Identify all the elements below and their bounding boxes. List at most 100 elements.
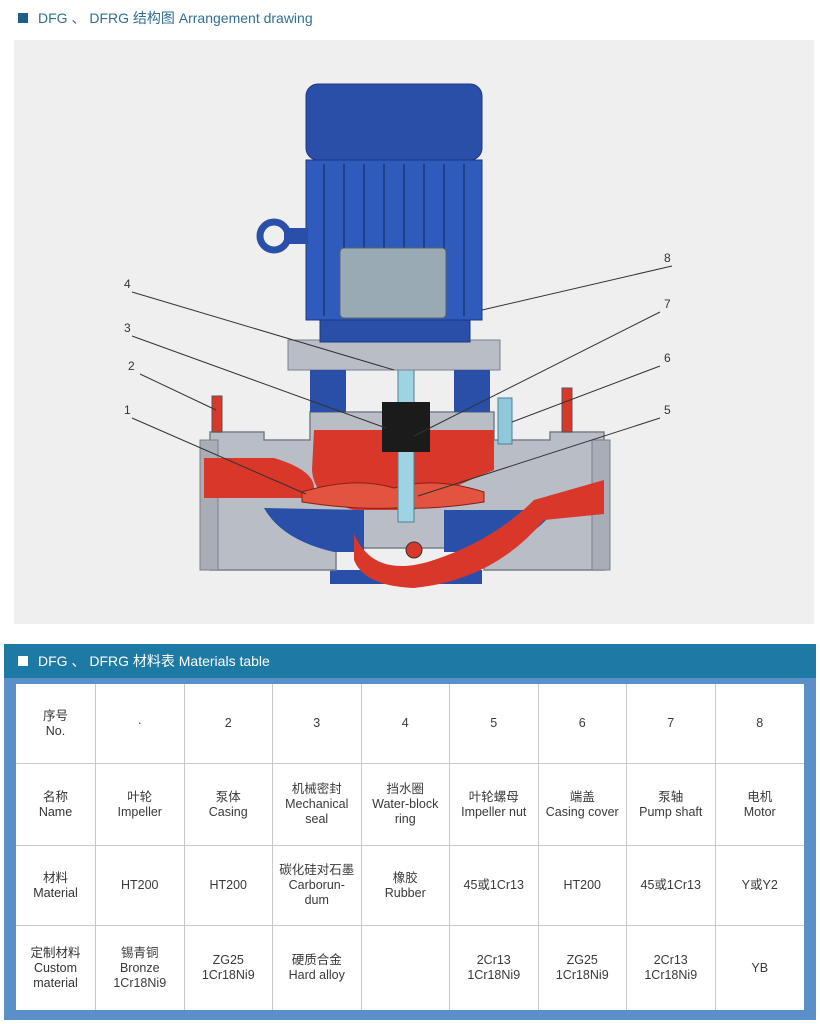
table-cell: Y或Y2 [715, 846, 804, 926]
cell-text-cn: 45或1Cr13 [640, 878, 701, 892]
volute-channel [354, 480, 604, 588]
callout-6: 6 [664, 351, 671, 365]
square-bullet-icon [18, 656, 28, 666]
drawing-section-title: DFG 、 DFRG 结构图 Arrangement drawing [18, 8, 313, 28]
row-header-en: No. [45, 723, 66, 738]
casing-bolt [497, 397, 513, 445]
cell-text-cn: 7 [667, 716, 675, 730]
cell-text-cn: 2Cr13 [653, 953, 688, 967]
callout-numbers: 1 2 3 4 5 6 7 8 [124, 251, 671, 417]
cell-text-en: Water-block ring [372, 797, 439, 826]
pump-cross-section-illustration: 1 2 3 4 5 6 7 8 [124, 83, 673, 588]
row-header-en: Material [33, 885, 78, 900]
cell-text-en: Pump shaft [639, 804, 703, 819]
bracket-window-right [454, 370, 490, 412]
bracket-window-left [310, 370, 346, 412]
motor-bracket [287, 339, 501, 371]
cell-text-en: Rubber [384, 885, 426, 900]
table-cell: 6 [538, 684, 627, 764]
cell-text-cn: 45或1Cr13 [463, 878, 524, 892]
motor-fan-cover [305, 83, 483, 161]
table-cell [362, 926, 450, 1010]
cell-text-cn: 挡水圈 [386, 782, 424, 796]
drain-plug [405, 541, 423, 559]
arrangement-drawing: 1 2 3 4 5 6 7 8 [14, 40, 814, 624]
cell-text-cn: 4 [401, 716, 409, 730]
cell-text-en: Motor [743, 804, 776, 819]
table-cell: 5 [450, 684, 539, 764]
cell-text-en: Impeller nut [461, 804, 527, 819]
table-cell: 3 [273, 684, 362, 764]
table-cell: 7 [627, 684, 716, 764]
callout-leader-lines [131, 265, 673, 497]
lifting-lug [284, 228, 308, 244]
table-cell: 45或1Cr13 [450, 846, 539, 926]
callout-2: 2 [128, 359, 135, 373]
left-vent-plug [211, 395, 223, 433]
cell-text-cn: 叶轮螺母 [468, 789, 519, 804]
cell-text-en: Carborun- dum [288, 878, 345, 907]
drawing-title: DFG 、 DFRG 结构图 Arrangement drawing [38, 10, 313, 26]
table-cell: 4 [361, 684, 450, 764]
cell-text-en: 1Cr18Ni9 [555, 968, 609, 982]
cell-text-cn: HT200 [209, 878, 248, 892]
cell-text-cn: 硬质合金 [291, 953, 342, 967]
table-cell: 8 [715, 684, 804, 764]
cell-text-cn: 泵体 [215, 789, 241, 804]
cell-text-cn: HT200 [120, 878, 159, 892]
callout-4: 4 [124, 277, 131, 291]
table-cell: 2 [184, 684, 273, 764]
cell-text-en: 1Cr18Ni9 [644, 968, 698, 982]
cell-text-cn: ZG25 [566, 953, 598, 967]
row-header-cn: 定制材料 [30, 945, 81, 960]
cell-text-cn: 端盖 [569, 789, 595, 804]
cell-text-cn: 叶轮 [127, 789, 153, 804]
table-cell: YB [716, 926, 805, 1010]
table-cell: HT200 [184, 846, 273, 926]
cell-text-cn: 机械密封 [291, 782, 342, 796]
cell-text-cn: 泵轴 [658, 789, 684, 804]
cell-text-cn: YB [751, 960, 769, 975]
callout-1: 1 [124, 403, 131, 417]
cell-text-cn: 2Cr13 [476, 953, 511, 967]
cell-text-cn: Y或Y2 [741, 878, 778, 892]
cell-text-cn: 3 [313, 716, 321, 730]
cell-text-cn: 2 [224, 716, 232, 730]
cell-text-cn: 锡青铜 [120, 945, 159, 960]
row-header-cn: 材料 [42, 870, 68, 885]
motor-flange [319, 319, 471, 343]
cell-text-en: 1Cr18Ni9 [467, 968, 521, 982]
row-header-cn: 名称 [42, 789, 68, 804]
callout-3: 3 [124, 321, 131, 335]
row-header-en: Name [38, 804, 73, 819]
lifting-ring-icon [256, 218, 292, 254]
table-cell: HT200 [96, 846, 185, 926]
casing-cavity-left [264, 508, 364, 552]
cell-text-en: Impeller [117, 804, 162, 819]
callout-8: 8 [664, 251, 671, 265]
cell-text-cn: · [137, 716, 142, 730]
mechanical-seal [382, 402, 430, 452]
cell-text-cn: 5 [490, 716, 498, 730]
row-header-en: Custom material [33, 960, 78, 990]
table-cell: HT200 [538, 846, 627, 926]
